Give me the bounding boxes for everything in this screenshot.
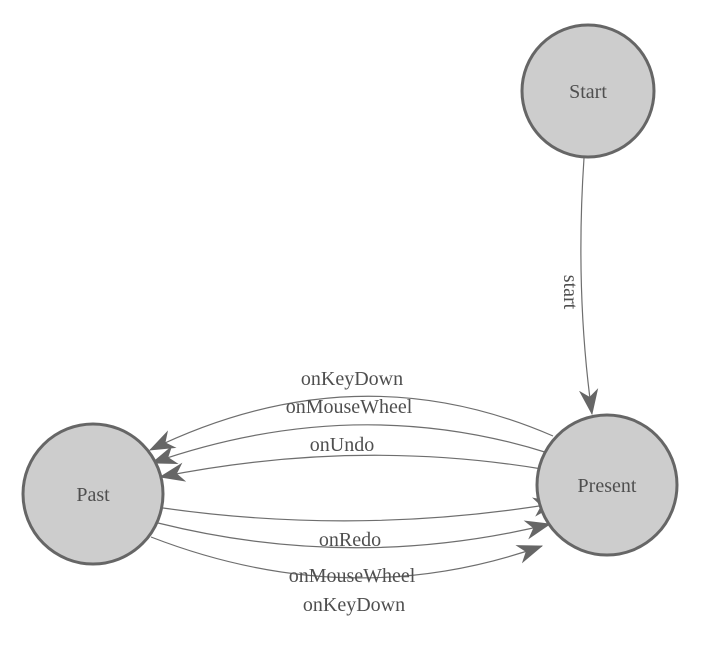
edge-label-present-to-past-onundo: onUndo xyxy=(310,434,374,456)
edge-label-present-to-past-onkeydown: onKeyDown xyxy=(301,368,403,390)
transition-edge-present-to-past-onmousewheel[interactable] xyxy=(150,424,549,464)
edge-label-past-to-present-onmousewheel: onMouseWheel xyxy=(289,565,416,587)
state-node-label-start: Start xyxy=(569,81,607,103)
state-node-start[interactable] xyxy=(520,23,656,159)
transition-edge-past-to-present-onmousewheel[interactable] xyxy=(157,520,552,549)
edge-label-present-to-past-onmousewheel: onMouseWheel xyxy=(286,396,413,418)
transition-edge-past-to-present-onredo[interactable] xyxy=(162,497,560,522)
edge-label-start-to-present-start: start xyxy=(559,275,581,310)
transition-edge-start-to-present-start[interactable] xyxy=(578,157,599,416)
edge-label-past-to-present-onkeydown: onKeyDown xyxy=(303,594,405,616)
edges-layer xyxy=(149,157,599,579)
transition-edge-past-to-present-onkeydown[interactable] xyxy=(150,536,544,579)
edge-label-past-to-present-onredo: onRedo xyxy=(319,529,381,551)
state-node-label-present: Present xyxy=(578,475,637,497)
state-node-label-past: Past xyxy=(76,484,110,506)
state-node-past[interactable] xyxy=(21,422,165,566)
transition-edge-present-to-past-onkeydown[interactable] xyxy=(149,395,554,451)
edge-labels-layer: start onKeyDown onMouseWheel onUndo onRedo on… xyxy=(286,275,581,616)
state-node-present[interactable] xyxy=(535,413,679,557)
transition-edge-present-to-past-onundo[interactable] xyxy=(158,454,543,482)
